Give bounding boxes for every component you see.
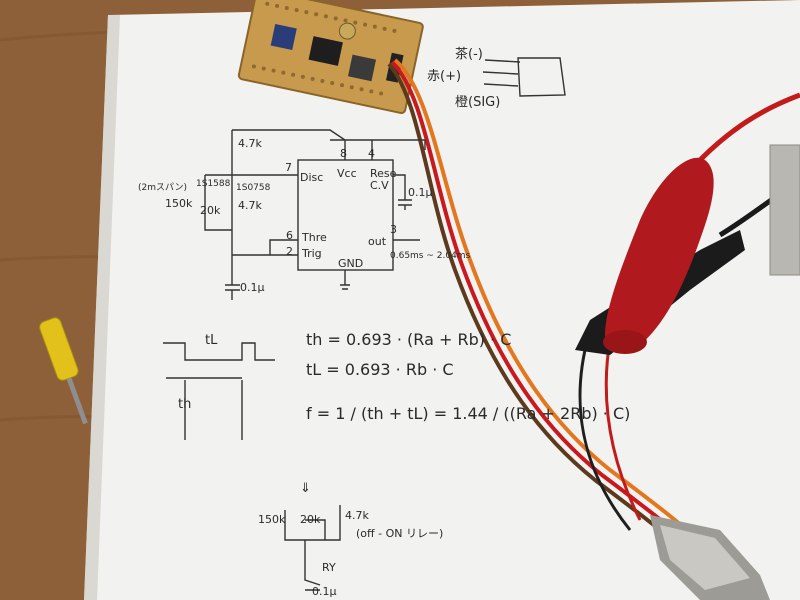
label-rese: Rese bbox=[370, 167, 397, 180]
label-relay: RY bbox=[322, 561, 336, 574]
metal-bracket bbox=[769, 144, 800, 276]
label-disc: Disc bbox=[300, 171, 324, 184]
cable-orange bbox=[393, 58, 722, 562]
clip-wire-red bbox=[604, 339, 642, 521]
label-cv: C.V bbox=[370, 179, 389, 192]
label-pin-2: 2 bbox=[286, 245, 293, 258]
formula-tl: tL = 0.693 · Rb · C bbox=[306, 360, 454, 379]
label-r-20k: 20k bbox=[200, 204, 221, 217]
label-r-150k: 150k bbox=[165, 197, 193, 210]
label-gnd: GND bbox=[338, 257, 364, 270]
ic-chip bbox=[308, 36, 343, 66]
label-bottom-4-7k: 4.7k bbox=[345, 509, 369, 522]
label-trig: Trig bbox=[302, 247, 322, 260]
cable-brown bbox=[387, 62, 707, 572]
label-pin-7: 7 bbox=[285, 161, 292, 174]
waveform-label-tl: tL bbox=[205, 333, 218, 348]
label-red-plus: 赤(+) bbox=[427, 69, 462, 84]
label-orange-sig: 橙(SIG) bbox=[455, 95, 501, 110]
label-r-top: 4.7k bbox=[238, 137, 262, 150]
cable-red bbox=[390, 60, 714, 567]
screwdriver bbox=[39, 317, 88, 425]
red-lead bbox=[698, 92, 800, 162]
perfboard bbox=[237, 0, 424, 115]
label-relay-note: (off - ON リレー) bbox=[356, 527, 444, 540]
paper-sheet bbox=[84, 0, 800, 600]
label-diode-2: 1S0758 bbox=[236, 183, 271, 193]
label-vcc: Vcc bbox=[337, 167, 357, 180]
paper-shadow bbox=[84, 15, 120, 600]
label-thre: Thre bbox=[302, 231, 327, 244]
formula-th: th = 0.693 · (Ra + Rb) · C bbox=[306, 330, 512, 349]
label-pulse-range: 0.65ms ~ 2.04ms bbox=[390, 251, 471, 261]
label-cap-trig: 0.1μ bbox=[240, 281, 265, 294]
label-span: (2mスパン) bbox=[138, 183, 187, 193]
label-r-mid: 4.7k bbox=[238, 199, 262, 212]
arrow-down: ⇓ bbox=[300, 481, 311, 496]
label-bottom-150k: 150k bbox=[258, 513, 286, 526]
waveform-label-th: th bbox=[178, 397, 192, 412]
label-pin-6: 6 bbox=[286, 229, 293, 242]
capacitor bbox=[338, 22, 356, 40]
metal-connector bbox=[650, 515, 770, 600]
label-diode-1: 1S1588 bbox=[196, 179, 231, 189]
trimmer-pot bbox=[270, 23, 297, 51]
label-pin-8: 8 bbox=[340, 147, 347, 160]
label-brown-minus: 茶(-) bbox=[455, 47, 483, 62]
sketch-connector bbox=[482, 57, 566, 97]
label-pin-3: 3 bbox=[390, 223, 397, 236]
formula-frequency: f = 1 / (th + tL) = 1.44 / ((Ra + 2Rb) ·… bbox=[306, 404, 631, 423]
circuit-sketch bbox=[163, 129, 426, 591]
label-out: out bbox=[368, 235, 387, 248]
label-bottom-20k: 20k bbox=[300, 513, 321, 526]
label-pin-4: 4 bbox=[368, 147, 375, 160]
red-alligator-clip bbox=[603, 157, 714, 354]
relay bbox=[347, 54, 377, 82]
label-cap-cv: 0.1μ bbox=[408, 186, 433, 199]
clip-wire-black bbox=[578, 349, 632, 531]
label-bottom-cap: 0.1μ bbox=[312, 585, 337, 598]
